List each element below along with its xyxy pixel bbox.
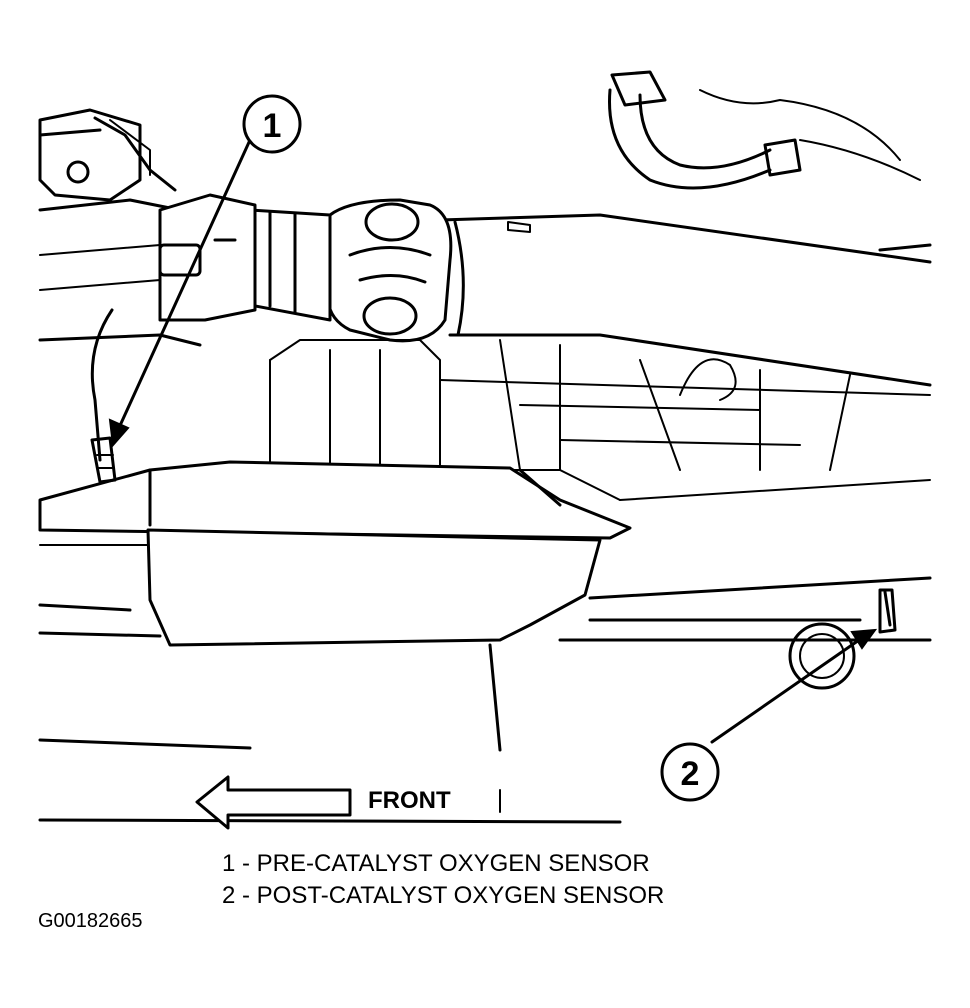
callout-2: 2 <box>660 742 720 802</box>
callout-2-number: 2 <box>681 755 700 793</box>
drive-shaft <box>438 213 932 387</box>
upper-pipe <box>608 70 921 190</box>
legend-item-2: 2 - POST-CATALYST OXYGEN SENSOR <box>222 882 665 909</box>
catalytic-converter <box>38 460 632 647</box>
callout-1: 1 <box>242 94 302 154</box>
universal-joint <box>248 198 453 343</box>
frame-rails <box>38 576 932 824</box>
post-cat-sensor <box>788 588 897 690</box>
callout-2-leader <box>710 628 878 744</box>
legend: 1 - PRE-CATALYST OXYGEN SENSOR 2 - POST-… <box>222 848 664 912</box>
callout-1-number: 1 <box>263 107 282 145</box>
front-label: FRONT <box>368 787 451 814</box>
pre-cat-sensor <box>90 308 117 484</box>
left-bracket <box>38 108 182 212</box>
slip-yoke <box>38 193 257 347</box>
figure-id: G00182665 <box>38 910 143 932</box>
legend-item-1: 1 - PRE-CATALYST OXYGEN SENSOR <box>222 850 650 877</box>
front-arrow-icon <box>195 775 352 830</box>
callout-1-leader <box>108 138 252 448</box>
